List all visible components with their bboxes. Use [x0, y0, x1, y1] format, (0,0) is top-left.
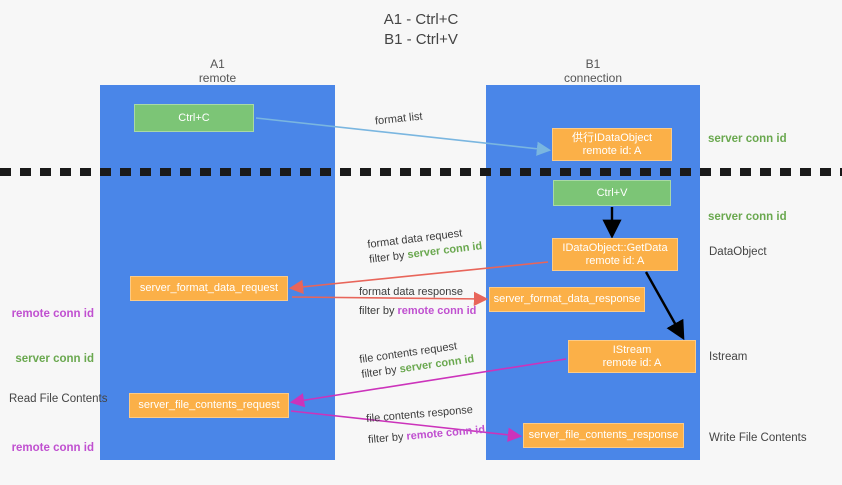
- edge-label-format-list: format list: [374, 110, 424, 128]
- lane-header-b1: B1 connection: [563, 57, 623, 85]
- node-server-format-data-request-label: server_format_data_request: [139, 282, 279, 294]
- edge-label-file-contents-response-line1: file contents response: [365, 403, 474, 426]
- side-label-dataobject: DataObject: [709, 246, 767, 258]
- node-ctrl-v-label: Ctrl+V: [596, 186, 628, 199]
- filter-prefix: filter by: [367, 430, 407, 447]
- node-ctrl-v[interactable]: Ctrl+V: [553, 180, 671, 206]
- side-label-server-conn-id-second: server conn id: [708, 211, 787, 223]
- node-istream[interactable]: IStream remote id: A: [568, 340, 696, 373]
- side-label-server-conn-id-top: server conn id: [708, 133, 787, 145]
- side-label-left-conn-ids-bottom: remote conn id server conn id: [9, 411, 94, 485]
- filter-prefix: filter by: [360, 363, 401, 381]
- page-title: A1 - Ctrl+C B1 - Ctrl+V: [383, 11, 459, 48]
- filter-key-remote-conn-id: remote conn id: [405, 423, 486, 443]
- edge-label-format-data-request: format data request filter by server con…: [367, 224, 484, 268]
- edge-label-file-contents-response-line2: filter by remote conn id: [367, 423, 486, 448]
- node-getdata-label: IDataObject::GetData: [562, 241, 668, 254]
- edge-label-file-contents-request: file contents request filter by server c…: [358, 337, 475, 383]
- node-idataobject-label: 供行IDataObject: [571, 131, 653, 144]
- node-server-file-contents-request-label: server_file_contents_request: [138, 399, 280, 411]
- node-ctrl-c-label: Ctrl+C: [178, 111, 210, 124]
- edge-label-format-data-response: format data response filter by remote co…: [359, 285, 476, 319]
- side-label-read-file-contents: Read File Contents: [9, 393, 108, 405]
- side-label-remote-conn-id: remote conn id: [11, 308, 94, 320]
- side-label-write-file-contents: Write File Contents: [709, 432, 807, 444]
- node-server-file-contents-request[interactable]: server_file_contents_request: [129, 393, 289, 418]
- node-server-format-data-response-label: server_format_data_response: [493, 293, 641, 305]
- node-getdata[interactable]: IDataObject::GetData remote id: A: [552, 238, 678, 271]
- edge-label-format-data-response-line2: filter by remote conn id: [359, 304, 476, 319]
- node-server-file-contents-response-label: server_file_contents_response: [528, 429, 679, 441]
- filter-key-remote-conn-id: remote conn id: [397, 305, 477, 317]
- node-server-file-contents-response[interactable]: server_file_contents_response: [523, 423, 684, 448]
- node-server-format-data-response[interactable]: server_format_data_response: [489, 287, 645, 312]
- node-idataobject[interactable]: 供行IDataObject remote id: A: [552, 128, 672, 161]
- node-idataobject-sublabel: remote id: A: [582, 144, 642, 157]
- node-istream-label: IStream: [612, 343, 652, 356]
- side-label-left-conn-ids-top: remote conn id server conn id: [9, 277, 94, 397]
- node-getdata-sublabel: remote id: A: [585, 254, 645, 267]
- side-label-istream: Istream: [709, 351, 748, 363]
- edge-label-format-data-response-line1: format data response: [359, 286, 463, 298]
- filter-prefix: filter by: [368, 249, 409, 266]
- side-label-remote-conn-id: remote conn id: [11, 442, 94, 454]
- side-label-server-conn-id: server conn id: [15, 353, 94, 365]
- node-ctrl-c[interactable]: Ctrl+C: [134, 104, 254, 132]
- filter-prefix: filter by: [359, 305, 398, 317]
- lane-header-a1: A1 remote: [198, 57, 237, 85]
- edge-label-file-contents-response: file contents response filter by remote …: [366, 402, 486, 448]
- node-server-format-data-request[interactable]: server_format_data_request: [130, 276, 288, 301]
- node-istream-sublabel: remote id: A: [602, 356, 662, 369]
